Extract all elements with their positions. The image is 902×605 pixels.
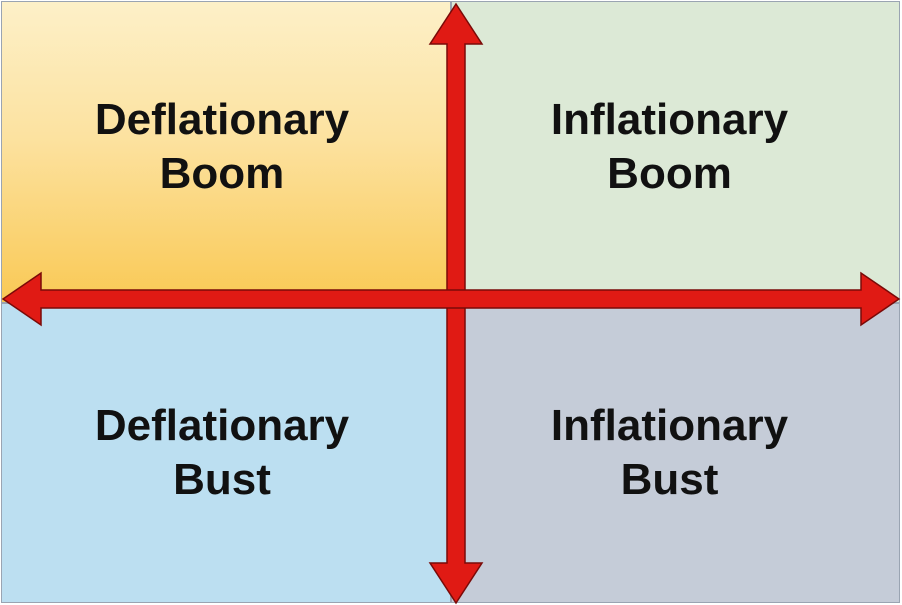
label-line-1: Deflationary — [94, 95, 350, 144]
quadrant-label: Deflationary Bust — [95, 399, 349, 507]
label-line-1: Inflationary — [550, 401, 789, 450]
label-line-2: Boom — [159, 149, 285, 198]
quadrant-inflationary-boom: Inflationary Boom — [451, 1, 900, 303]
quadrant-label: Inflationary Boom — [551, 93, 788, 201]
quadrant-deflationary-boom: Deflationary Boom — [1, 1, 451, 303]
label-line-2: Bust — [620, 455, 719, 504]
quadrant-label: Inflationary Bust — [551, 399, 788, 507]
quadrant-deflationary-bust: Deflationary Bust — [1, 303, 451, 603]
label-line-2: Boom — [607, 149, 732, 198]
label-line-2: Bust — [173, 455, 271, 504]
quadrant-label: Deflationary Boom — [95, 93, 349, 201]
label-line-1: Deflationary — [94, 401, 350, 450]
label-line-1: Inflationary — [550, 95, 789, 144]
quadrant-inflationary-bust: Inflationary Bust — [451, 303, 900, 603]
horizontal-axis-arrow — [1, 271, 901, 327]
